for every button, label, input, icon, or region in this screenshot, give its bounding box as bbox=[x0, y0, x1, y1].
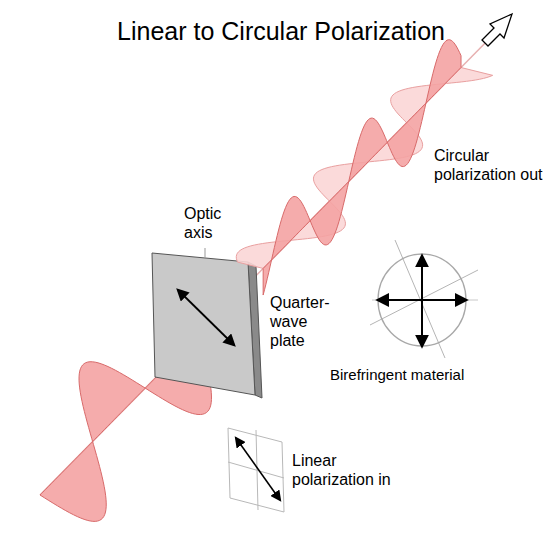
plate-label: Quarter-wave plate bbox=[270, 293, 344, 351]
quarter-wave-plate bbox=[152, 248, 262, 398]
circular-polarization-icon bbox=[370, 240, 478, 358]
output-label: Circular polarization out bbox=[434, 146, 546, 184]
title: Linear to Circular Polarization bbox=[4, 16, 554, 46]
beam-arrowhead bbox=[482, 14, 512, 46]
input-label: Linear polarization in bbox=[292, 451, 404, 489]
output-wave-component bbox=[263, 40, 461, 295]
optic-axis-label: Optic axis bbox=[184, 204, 254, 242]
linear-polarization-icon bbox=[228, 428, 284, 512]
material-label: Birefringent material bbox=[330, 366, 530, 384]
